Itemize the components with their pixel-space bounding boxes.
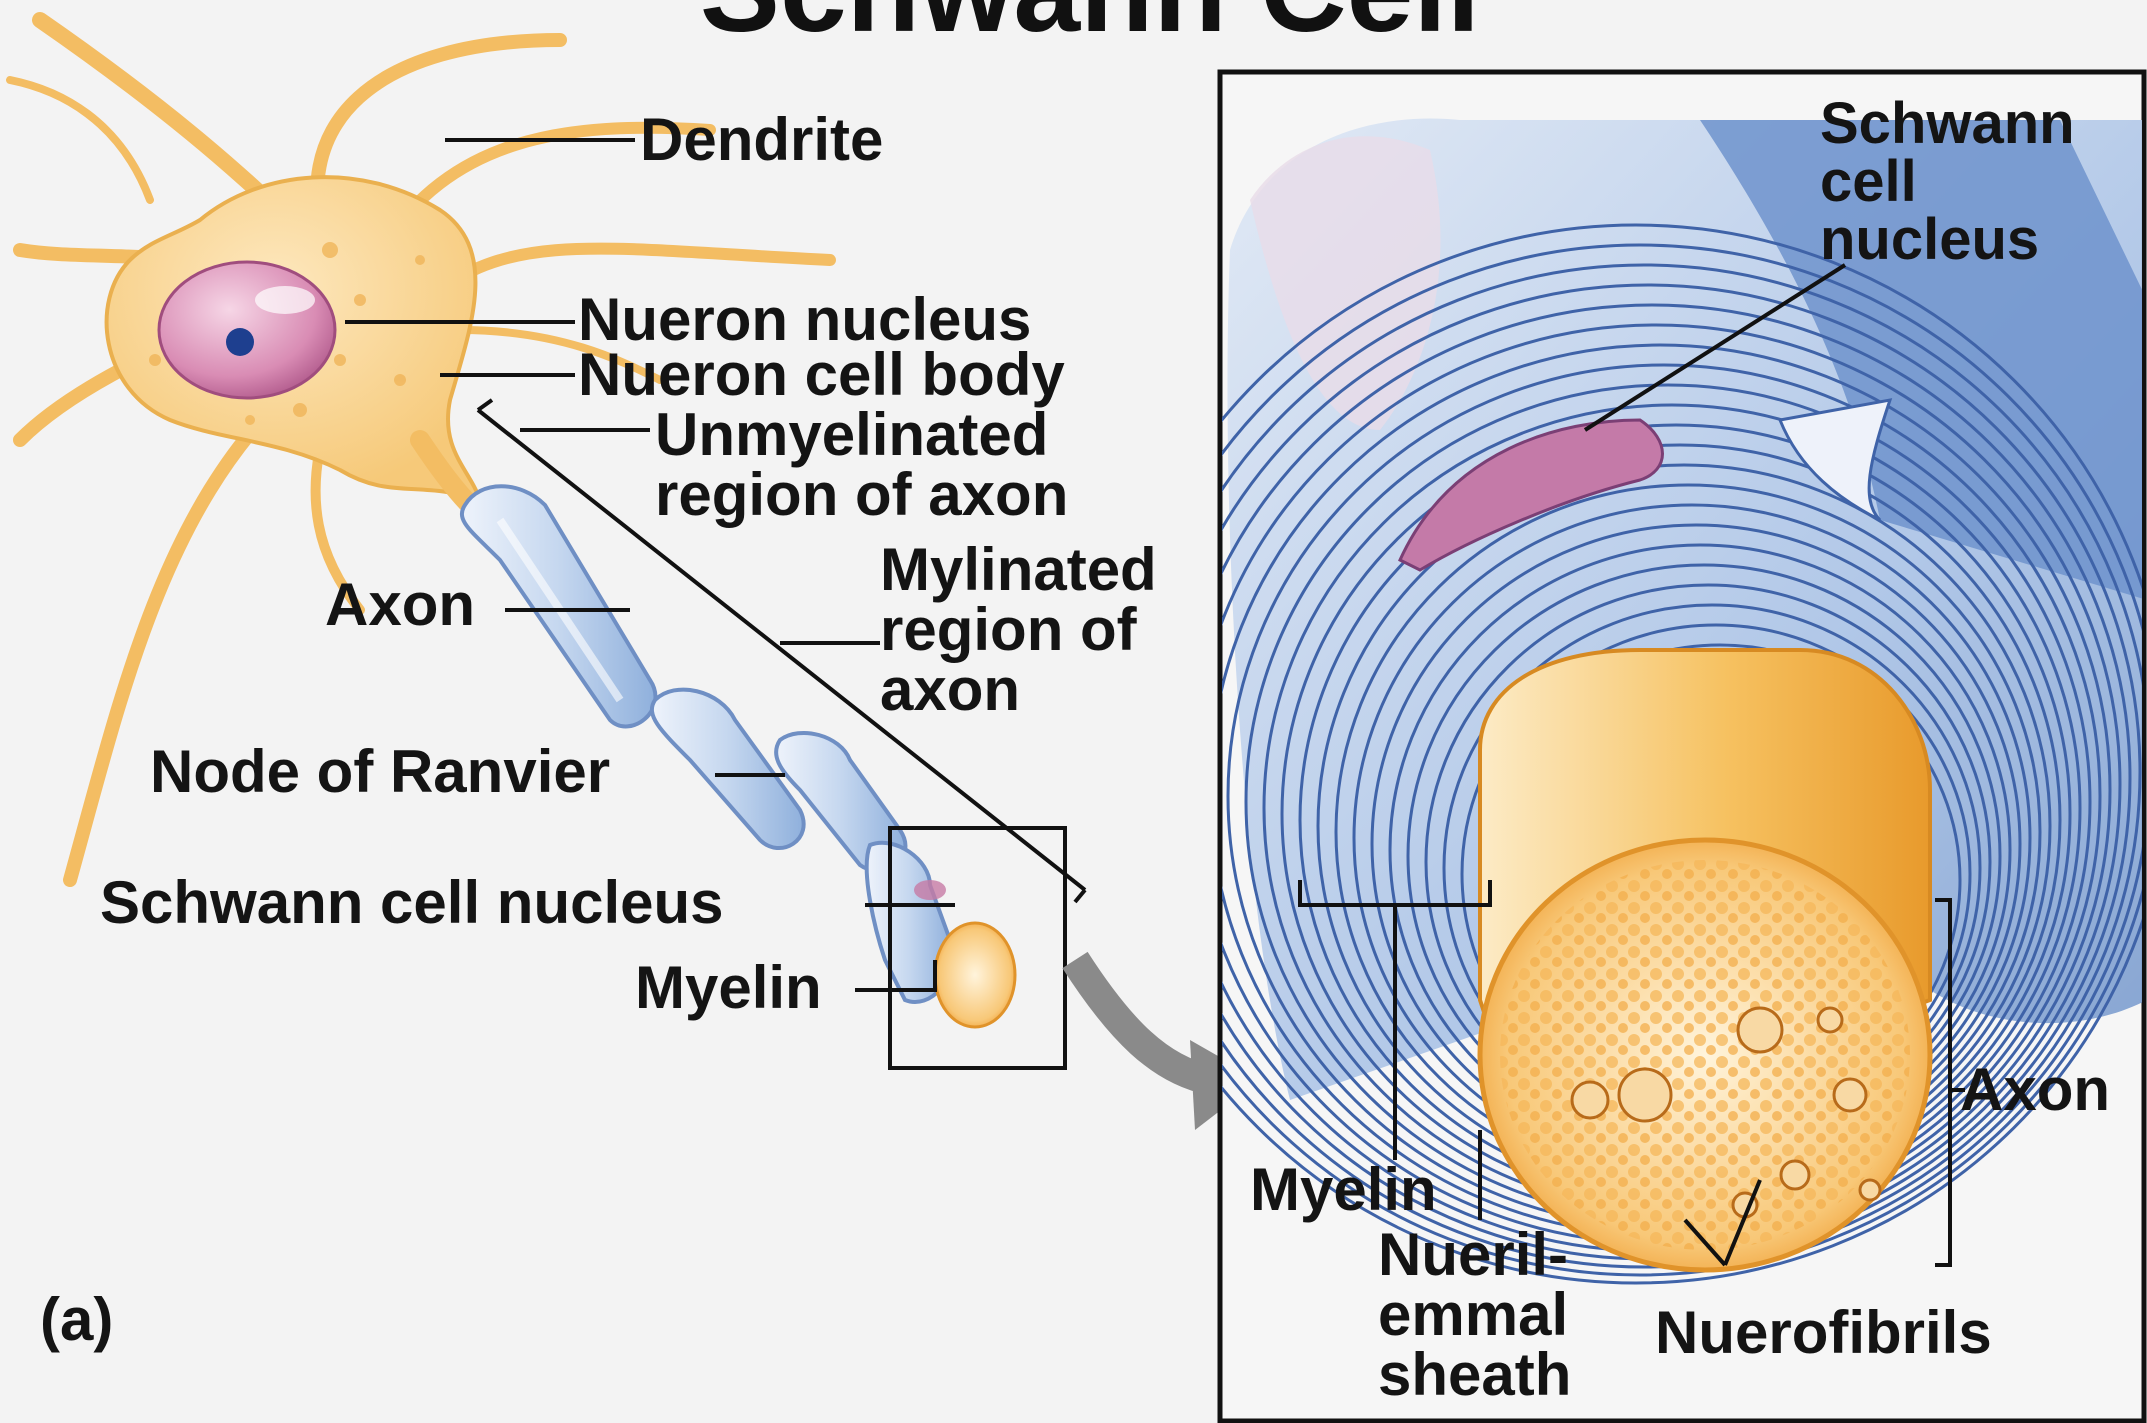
label-neurofibrils: Nuerofibrils (1655, 1303, 1992, 1363)
label-schwann-line3: nucleus (1820, 211, 2075, 269)
label-unmyelinated: Unmyelinated region of axon (655, 405, 1068, 525)
label-mylinated: Mylinated region of axon (880, 540, 1157, 720)
label-axon-right: Axon (1960, 1060, 2110, 1120)
zoom-arrow (1075, 960, 1210, 1080)
label-neurilemma-line3: sheath (1378, 1345, 1571, 1405)
label-unmyelinated-line2: region of axon (655, 465, 1068, 525)
label-mylinated-line2: region of (880, 600, 1157, 660)
label-mylinated-line1: Mylinated (880, 540, 1157, 600)
label-unmyelinated-line1: Unmyelinated (655, 405, 1068, 465)
label-axon-left: Axon (325, 575, 475, 635)
label-mylinated-line3: axon (880, 660, 1157, 720)
label-schwann-cell-nucleus-right: Schwann cell nucleus (1820, 95, 2075, 269)
label-schwann-cell-nucleus-left: Schwann cell nucleus (100, 873, 724, 933)
neuron-nucleus-shape (159, 262, 335, 398)
label-myelin-right: Myelin (1250, 1160, 1437, 1220)
label-neuron-cell-body: Nueron cell body (578, 345, 1065, 405)
label-neurilemma-line2: emmal (1378, 1285, 1571, 1345)
label-node-of-ranvier: Node of Ranvier (150, 742, 610, 802)
label-dendrite: Dendrite (640, 110, 883, 170)
label-panel-tag: (a) (40, 1290, 113, 1350)
label-neurilemma: Nueril- emmal sheath (1378, 1225, 1571, 1405)
myelinated-bracket-end (1075, 890, 1085, 902)
myelinated-bracket-start (478, 400, 492, 410)
label-schwann-line1: Schwann (1820, 95, 2075, 153)
label-myelin-left: Myelin (635, 958, 822, 1018)
label-neurilemma-line1: Nueril- (1378, 1225, 1571, 1285)
label-schwann-line2: cell (1820, 153, 2075, 211)
